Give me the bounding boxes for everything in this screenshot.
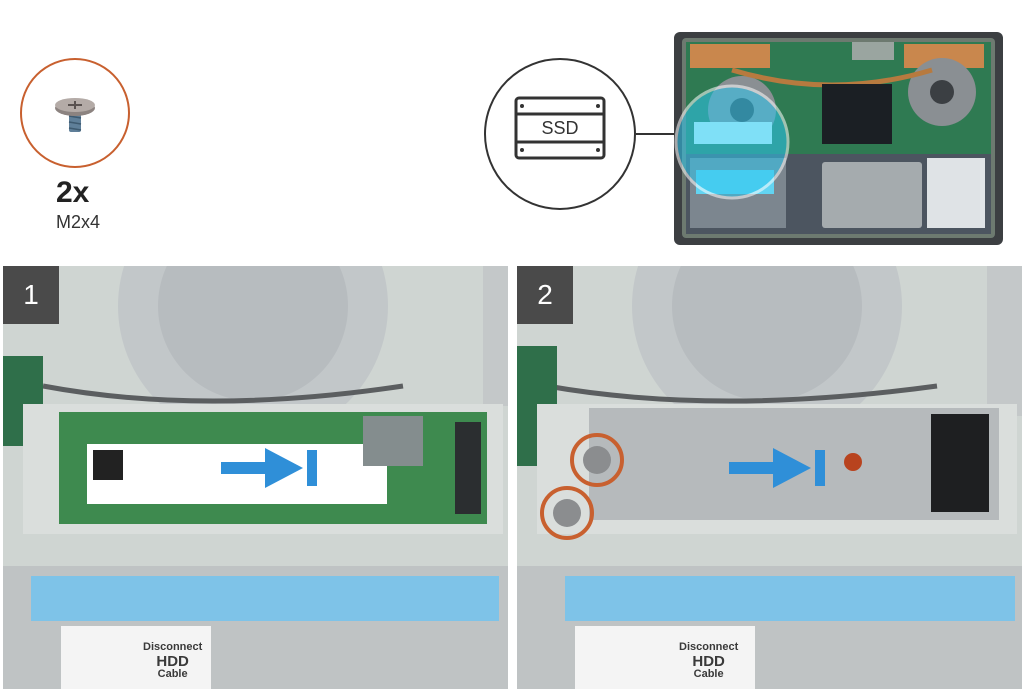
screw-callout-circle [20, 58, 130, 168]
screw-icon [55, 98, 95, 132]
ssd-callout-circle: SSD [484, 58, 636, 210]
ssd-icon [514, 96, 606, 160]
laptop-overview [672, 30, 1005, 247]
callout-leader-line [636, 133, 682, 135]
ssd-label: SSD [541, 118, 579, 138]
screw-highlight-1 [570, 433, 624, 487]
hdd-label-line-2: HDD [156, 652, 189, 670]
hdd-label-line-3: Cable [693, 668, 724, 681]
step-2-image [517, 266, 1022, 689]
push-arrow-icon [729, 448, 825, 488]
hdd-label-line-3: Cable [157, 668, 188, 681]
step-number: 2 [517, 266, 573, 324]
step-1-image [3, 266, 508, 689]
screw-type: M2x4 [56, 212, 101, 232]
push-arrow-icon [221, 448, 317, 488]
hdd-cable-label: Disconnect HDD Cable [143, 641, 203, 681]
screw-count: 2x [56, 176, 90, 209]
step-1-panel: 1 Disconnect HDD Cable [3, 266, 508, 689]
step-number: 1 [3, 266, 59, 324]
hdd-cable-label: Disconnect HDD Cable [679, 641, 739, 681]
hdd-label-line-1: Disconnect [143, 641, 203, 653]
step-2-panel: 2 Disconnect HDD Cable [517, 266, 1022, 689]
hdd-label-line-1: Disconnect [679, 641, 739, 653]
screw-highlight-2 [540, 486, 594, 540]
hdd-label-line-2: HDD [692, 652, 725, 670]
